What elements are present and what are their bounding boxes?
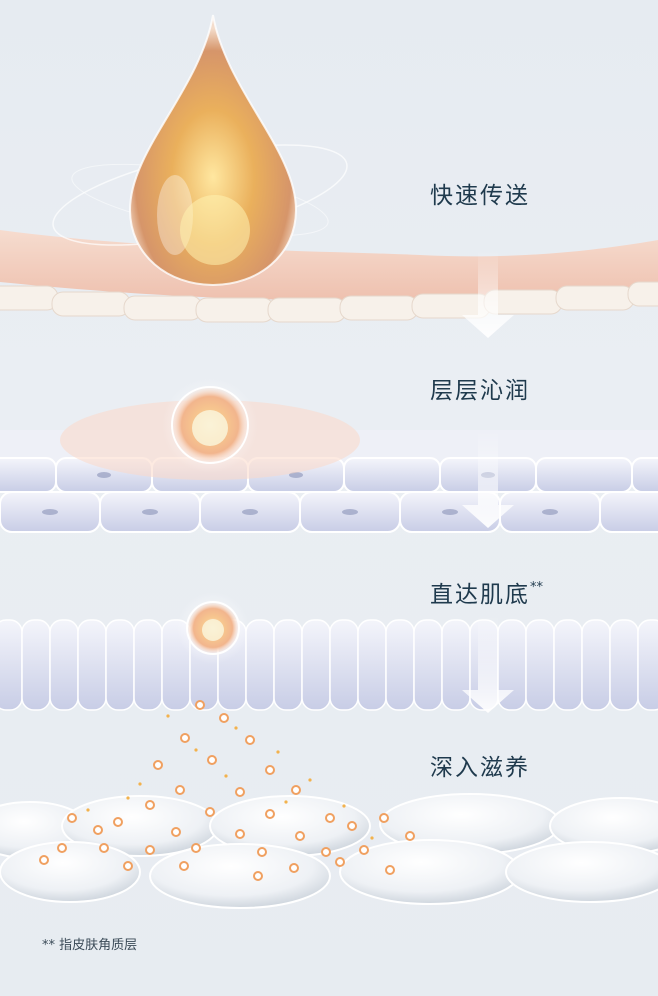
footnote-marker: ** — [530, 580, 543, 596]
skin-cell-row — [0, 281, 658, 323]
orb-2 — [177, 592, 249, 664]
step-label-reach-base: 直达肌底** — [430, 580, 543, 608]
step-label-layered-moisture: 层层沁润 — [430, 378, 530, 404]
nutrient-particles — [39, 700, 415, 881]
down-arrow-1 — [462, 250, 514, 338]
orb-1 — [162, 377, 258, 473]
footnote: ** 指皮肤角质层 — [42, 938, 138, 953]
bubble-cells — [0, 793, 658, 909]
cell-layer-3 — [0, 619, 658, 711]
down-arrow-2 — [462, 430, 514, 528]
droplet — [52, 14, 348, 287]
step-label-deep-nourish: 深入滋养 — [430, 755, 530, 781]
nutrient-sparkles — [86, 714, 374, 840]
step-label-fast-delivery: 快速传送 — [430, 183, 530, 209]
down-arrow-3 — [462, 615, 514, 713]
